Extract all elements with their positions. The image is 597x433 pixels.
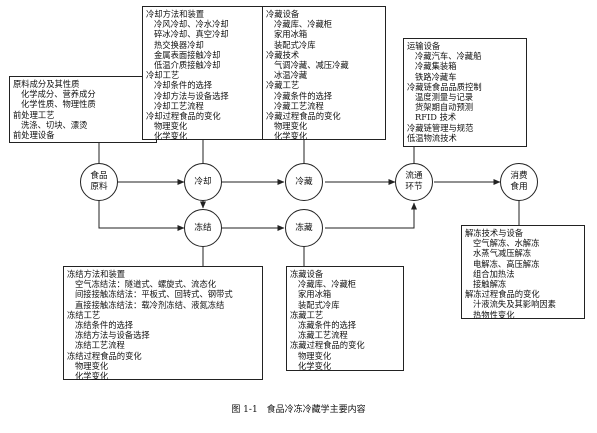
arrow-food-to-freezing <box>98 201 185 231</box>
node-frozen-storage: 冻藏 <box>285 209 323 247</box>
list-subitem: 冷藏工艺流程 <box>274 100 324 111</box>
list-subitem: 冷却工艺流程 <box>154 100 204 111</box>
list-subitem: RFID 技术 <box>415 112 457 123</box>
node-frozen-storage-label: 冻藏 <box>295 222 313 233</box>
list-heading: 前处理设备 <box>13 130 55 141</box>
list-subitem: 物理变化 <box>274 121 308 132</box>
node-consumption: 消费食用 <box>500 163 538 201</box>
list-heading: 冻结方法和装置 <box>67 269 126 279</box>
list-subitem: 物理变化 <box>75 360 109 371</box>
list-subitem: 化学变化 <box>154 131 188 142</box>
node-distribution: 流通环节 <box>395 163 433 201</box>
list-subitem: 冻结方法与设备选择 <box>75 330 150 341</box>
list-subitem: 铁路冷藏车 <box>415 71 457 82</box>
transport-box: 运输设备冷藏汽车、冷藏船冷藏集装箱铁路冷藏车冷藏链食品品质控制温度测量与记录货架… <box>403 38 527 147</box>
node-freezing-label: 冻结 <box>194 222 212 233</box>
thawing-box: 解冻技术与设备空气解冻、水解冻水蒸气减压解冻电解冻、高压解冻组合加热法接触解冻解… <box>461 225 585 320</box>
list-heading: 冻藏设备 <box>290 269 324 279</box>
list-heading: 解冻过程食品的变化 <box>465 289 540 300</box>
list-heading: 冷藏链管理与规范 <box>407 122 474 133</box>
node-freezing: 冻结 <box>184 209 222 247</box>
list-subitem: 空气冻结法：隧道式、螺旋式、流态化 <box>75 279 217 290</box>
list-subitem: 冻结工艺流程 <box>75 340 125 351</box>
cooling-box: 冷却方法和装置冷风冷却、冷水冷却碎冰冷却、真空冷却热交换器冷却金属表面接触冷却低… <box>142 6 264 142</box>
list-heading: 冷藏工艺 <box>266 80 300 91</box>
node-cooling-label: 冷却 <box>194 176 212 187</box>
list-subitem: 物理变化 <box>298 350 332 361</box>
list-heading: 原料成分及其性质 <box>13 79 80 89</box>
list-subitem: 冻藏工艺流程 <box>298 330 348 341</box>
frozen-storage-box: 冻藏设备冷藏库、冷藏柜家用冰箱装配式冷库冻藏工艺冻藏条件的选择冻藏工艺流程冻藏过… <box>286 266 404 371</box>
list-subitem: 碎冰冷却、真空冷却 <box>154 29 229 40</box>
node-food-label: 食品原料 <box>90 171 108 192</box>
list-subitem: 冻藏条件的选择 <box>298 320 357 331</box>
list-subitem: 冷藏条件的选择 <box>274 90 333 101</box>
node-cooling: 冷却 <box>184 163 222 201</box>
figure-caption: 图 1-1 食品冷冻冷藏学主要内容 <box>231 405 366 415</box>
cold-storage-box: 冷藏设备冷藏库、冷藏柜家用冰箱装配式冷库冷藏技术气调冷藏、减压冷藏冰温冷藏冷藏工… <box>262 6 386 142</box>
list-subitem: 电解冻、高压解冻 <box>473 258 540 269</box>
list-subitem: 家用冰箱 <box>298 289 332 300</box>
list-subitem: 直接接触冻结法：载冷剂冻结、液氮冻结 <box>75 299 225 310</box>
list-heading: 冻结过程食品的变化 <box>67 350 142 361</box>
list-subitem: 冷藏集装箱 <box>415 61 457 72</box>
list-subitem: 化学变化 <box>274 131 308 142</box>
list-subitem: 冷藏汽车、冷藏船 <box>415 51 482 62</box>
list-subitem: 家用冰箱 <box>274 29 308 40</box>
list-subitem: 金属表面接触冷却 <box>154 49 221 60</box>
list-subitem: 热交换器冷却 <box>154 39 204 50</box>
node-food-raw-materials: 食品原料 <box>80 163 118 201</box>
list-subitem: 冷风冷却、冷水冷却 <box>154 19 229 30</box>
list-heading: 运输设备 <box>407 41 441 51</box>
list-subitem: 气调冷藏、减压冷藏 <box>274 60 349 71</box>
freezing-box: 冻结方法和装置空气冻结法：隧道式、螺旋式、流态化间接接触冻结法：平板式、回转式、… <box>63 266 263 382</box>
node-cold-storage: 冷藏 <box>285 163 323 201</box>
list-heading: 冷却过程食品的变化 <box>146 111 221 122</box>
list-subitem: 低温介质接触冷却 <box>154 60 221 71</box>
list-subitem: 化学变化 <box>298 360 332 371</box>
list-subitem: 间接接触冻结法：平板式、回转式、钢带式 <box>75 289 233 300</box>
list-subitem: 组合加热法 <box>473 268 515 279</box>
list-heading: 冷藏链食品品质控制 <box>407 81 482 92</box>
list-subitem: 物理变化 <box>154 121 188 132</box>
raw-materials-box: 原料成分及其性质化学成分、营养成分化学性质、物理性质前处理工艺洗涤、切块、漂烫前… <box>9 76 157 143</box>
list-subitem: 化学变化 <box>75 371 109 382</box>
list-subitem: 化学成分、营养成分 <box>21 89 96 100</box>
node-consumption-label: 消费食用 <box>510 171 528 192</box>
list-subitem: 热物性变化 <box>473 309 515 320</box>
list-subitem: 空气解冻、水解冻 <box>473 238 540 249</box>
list-heading: 冷藏过程食品的变化 <box>266 111 341 122</box>
list-heading: 冻结工艺 <box>67 309 101 320</box>
list-subitem: 温度测量与记录 <box>415 92 474 103</box>
list-subitem: 化学性质、物理性质 <box>21 99 96 110</box>
list-heading: 冻藏工艺 <box>290 309 324 320</box>
list-subitem: 冷却方法与设备选择 <box>154 90 229 101</box>
list-subitem: 冷却条件的选择 <box>154 80 213 91</box>
node-cold-storage-label: 冷藏 <box>295 176 313 187</box>
list-subitem: 冷藏库、冷藏柜 <box>298 279 357 290</box>
list-subitem: 冰温冷藏 <box>274 70 308 81</box>
list-subitem: 装配式冷库 <box>298 299 340 310</box>
list-subitem: 装配式冷库 <box>274 39 316 50</box>
list-heading: 冷却工艺 <box>146 70 180 81</box>
arrow-frozenstorage-to-distribution <box>325 202 417 229</box>
list-heading: 前处理工艺 <box>13 109 55 120</box>
list-heading: 冻藏过程食品的变化 <box>290 340 365 351</box>
node-distribution-label: 流通环节 <box>405 171 423 192</box>
list-subitem: 冷藏库、冷藏柜 <box>274 19 333 30</box>
list-heading: 冷藏设备 <box>266 9 300 19</box>
list-heading: 冷却方法和装置 <box>146 9 205 19</box>
list-subitem: 货架期自动预测 <box>415 102 474 113</box>
list-subitem: 水蒸气减压解冻 <box>473 248 532 259</box>
list-subitem: 冻结条件的选择 <box>75 320 134 331</box>
list-subitem: 接触解冻 <box>473 279 507 290</box>
list-subitem: 洗涤、切块、漂烫 <box>21 119 88 130</box>
list-subitem: 汁液流失及其影响因素 <box>473 299 556 310</box>
list-heading: 低温物流技术 <box>407 132 457 143</box>
list-heading: 解冻技术与设备 <box>465 228 524 238</box>
list-heading: 冷藏技术 <box>266 49 300 60</box>
